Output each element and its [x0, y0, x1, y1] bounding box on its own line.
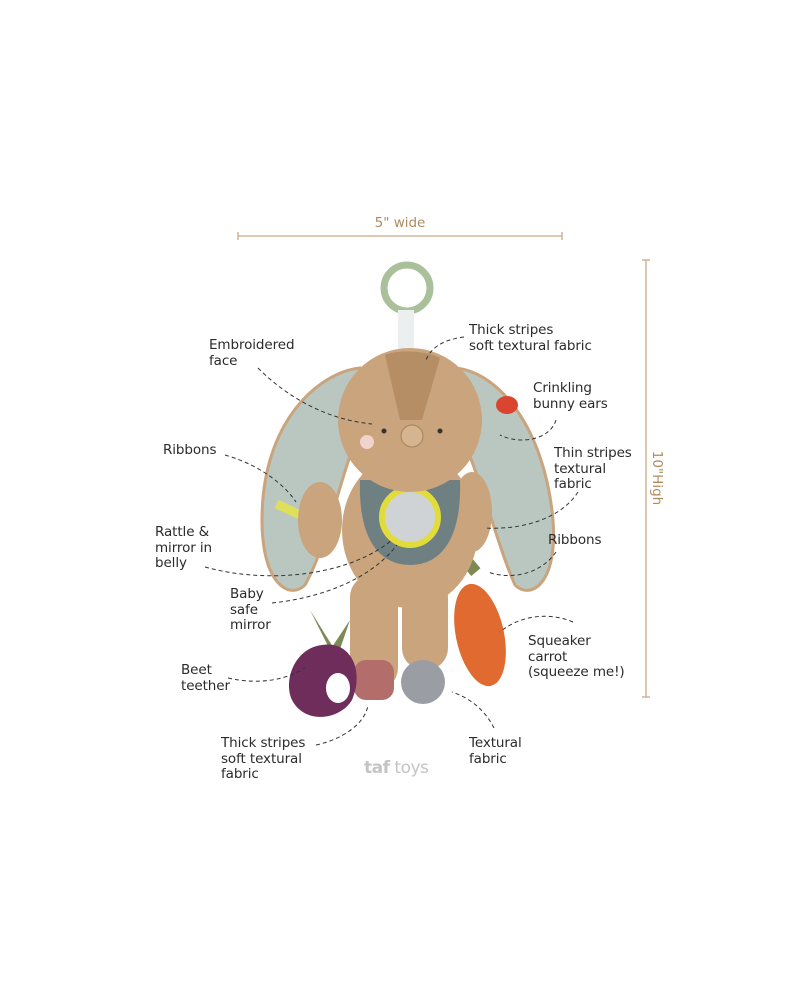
width-dimension-line [237, 232, 563, 240]
label-thick-stripes-bottom: Thick stripes soft textural fabric [221, 735, 306, 782]
right-arm [452, 472, 492, 552]
label-thick-stripes-top: Thick stripes soft textural fabric [469, 322, 592, 354]
label-beet-teether: Beet teether [181, 662, 230, 694]
taf-toys-logo: taf toys [364, 758, 429, 778]
nose [400, 424, 424, 448]
label-thin-stripes: Thin stripes textural fabric [554, 445, 632, 492]
left-eye [381, 428, 387, 434]
ladybug [496, 396, 518, 414]
teething-ring [380, 261, 434, 315]
carrot [454, 583, 506, 687]
logo-part2: toys [389, 758, 429, 778]
right-eye [437, 428, 443, 434]
left-arm [298, 482, 342, 558]
leader-lines [204, 336, 579, 746]
logo-part1: taf [364, 758, 390, 778]
mop-foot [401, 660, 445, 704]
label-baby-safe-mirror: Baby safe mirror [230, 586, 271, 633]
head-stripe [385, 351, 440, 420]
height-dimension-label: 10"High [649, 450, 665, 506]
label-ribbons-right: Ribbons [548, 532, 602, 548]
label-embroidered-face: Embroidered face [209, 337, 295, 369]
beet-leaves [310, 610, 350, 655]
label-crinkling-ears: Crinkling bunny ears [533, 380, 608, 412]
label-ribbons-left: Ribbons [163, 442, 217, 458]
belly-mirror [379, 486, 441, 548]
beet-hole [326, 673, 350, 703]
width-dimension-label: 5" wide [374, 215, 426, 231]
height-dimension-line [642, 259, 650, 698]
label-squeaker-carrot: Squeaker carrot (squeeze me!) [528, 633, 625, 680]
cheek [360, 435, 374, 449]
label-textural-fabric: Textural fabric [469, 735, 522, 767]
left-foot [354, 660, 394, 700]
label-rattle-mirror: Rattle & mirror in belly [155, 524, 212, 571]
hanging-loop [398, 310, 414, 352]
